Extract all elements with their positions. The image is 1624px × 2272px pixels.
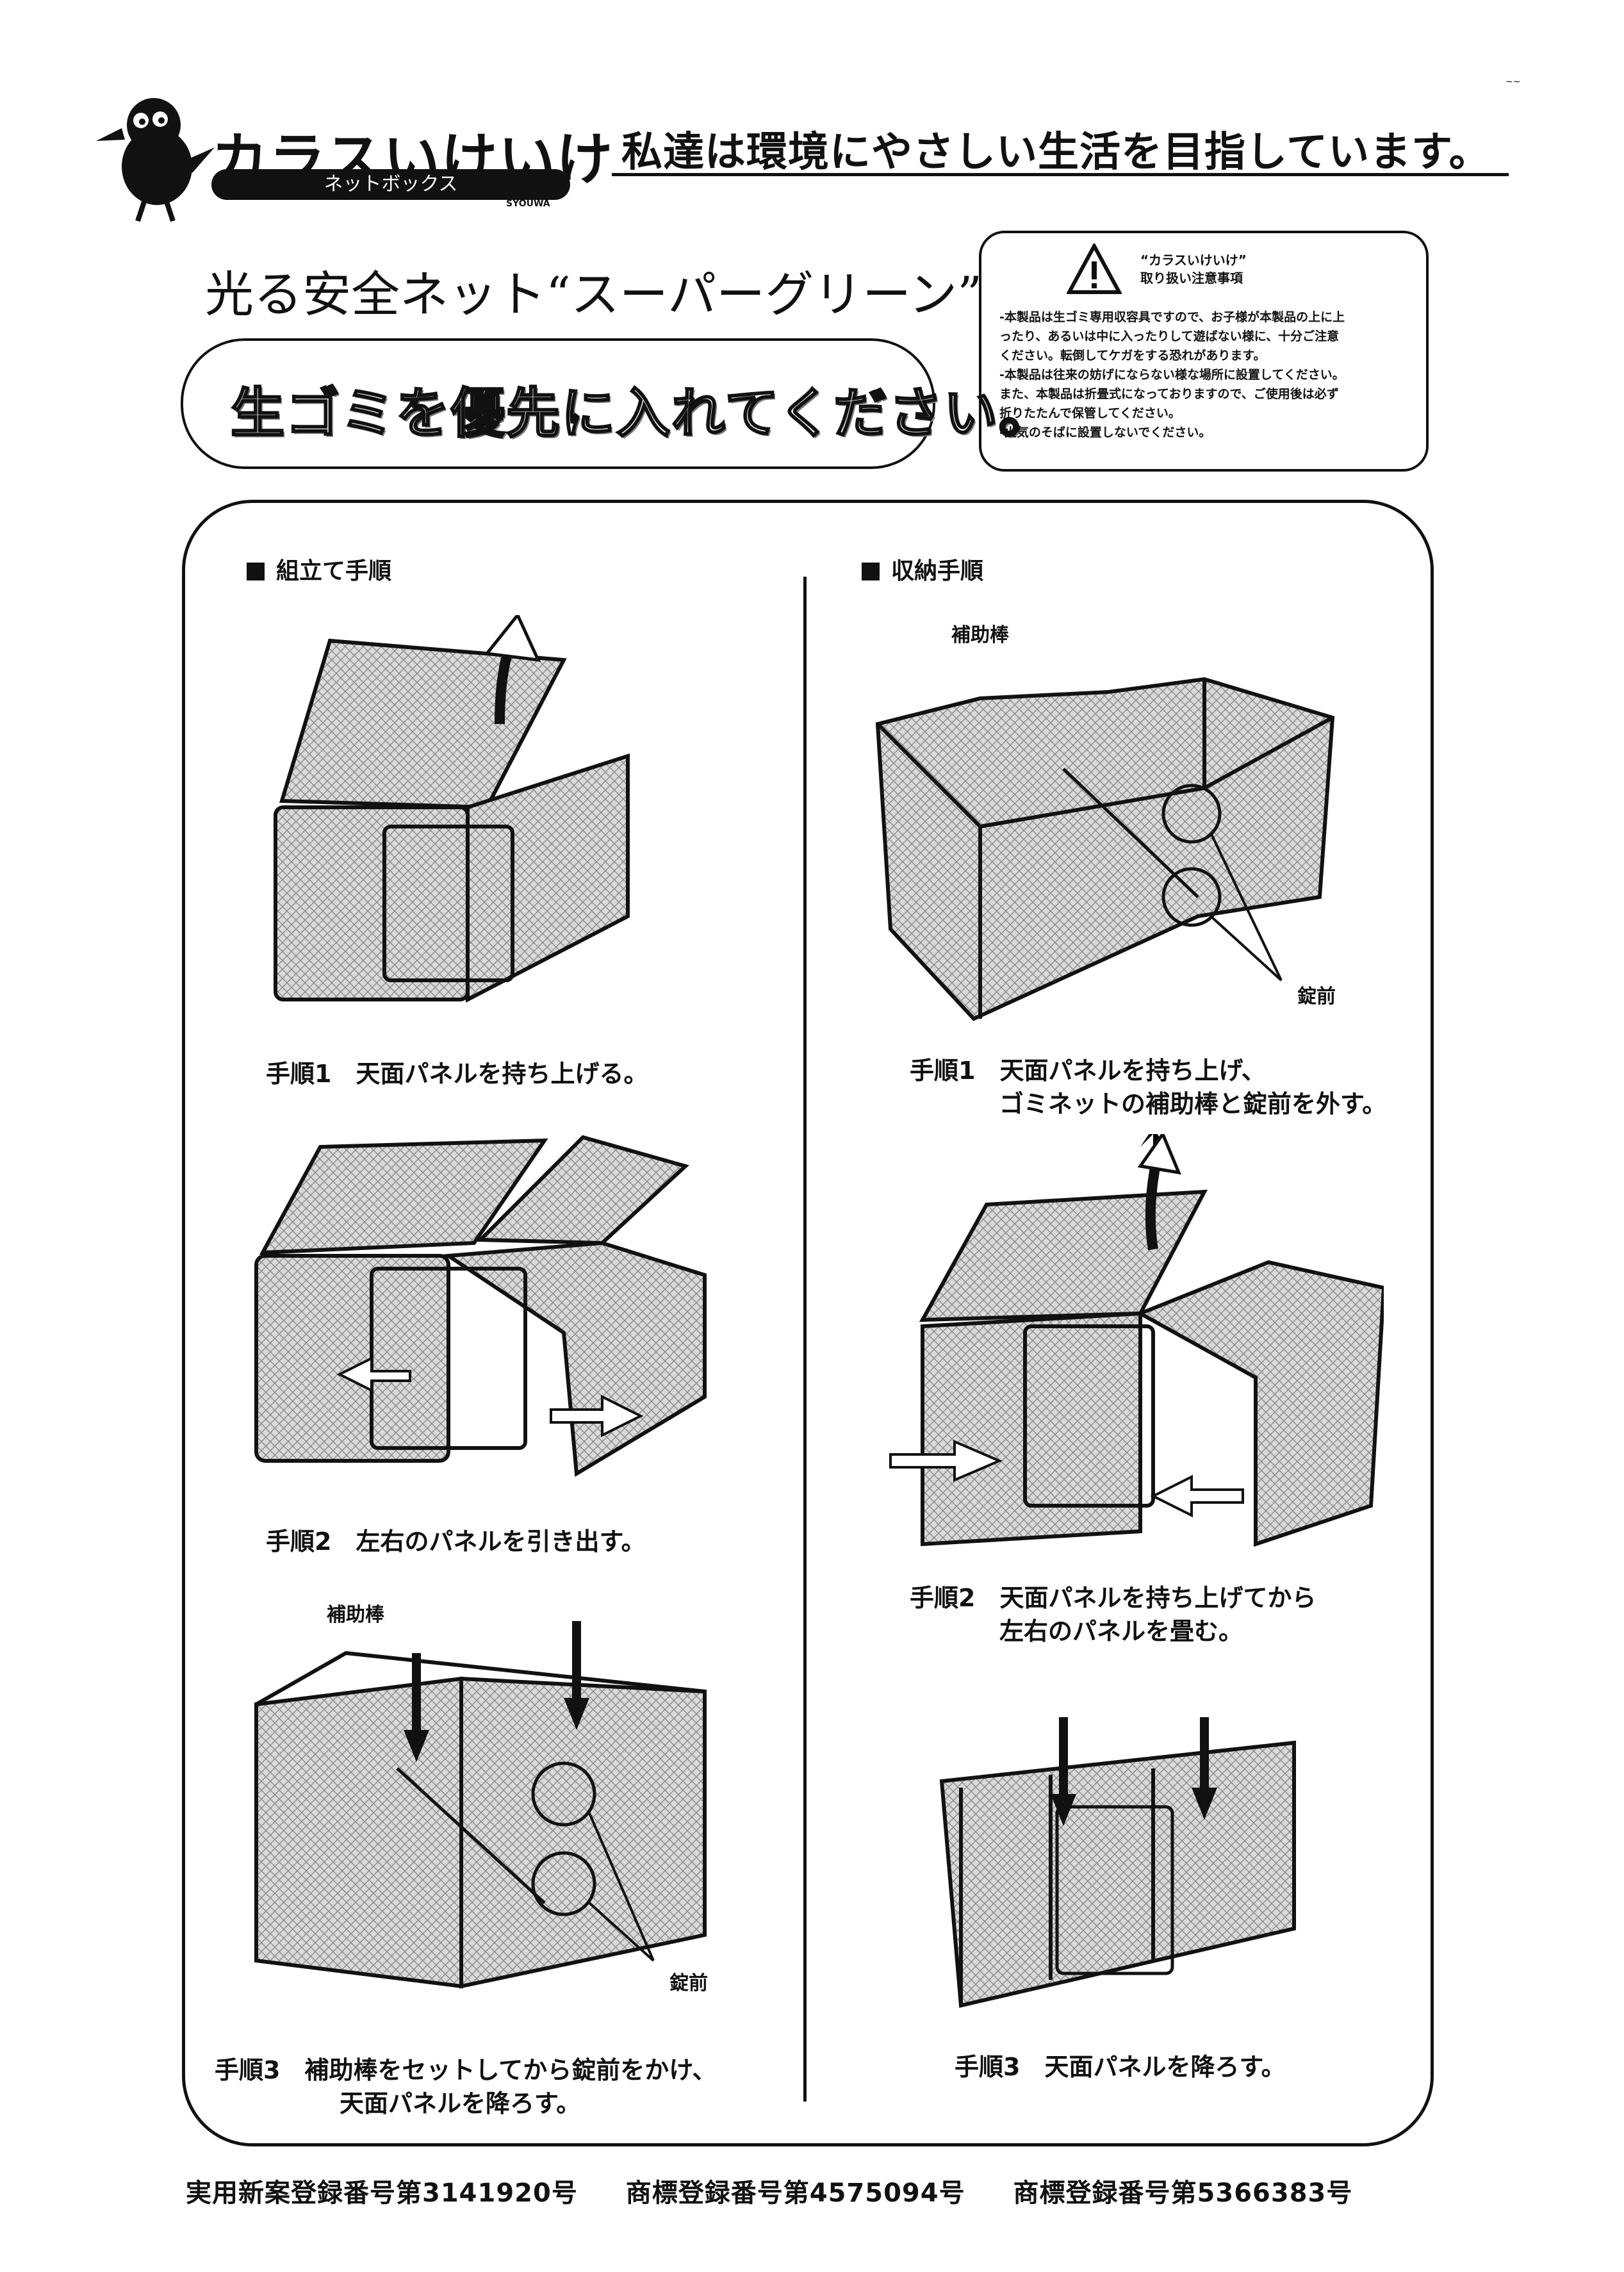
storage-heading-text: 収納手順	[891, 558, 984, 584]
bullet-square-icon	[247, 563, 265, 580]
caution-box	[979, 231, 1429, 472]
storage-bar-label: 補助棒	[951, 624, 1009, 646]
storage-step1-illustration	[875, 677, 1335, 1021]
column-divider	[803, 577, 807, 2102]
storage-step2-line1: 手順2 天面パネルを持ち上げてから	[910, 1584, 1316, 1612]
logo-brand: SYOUWA	[506, 199, 550, 209]
corner-mark: ~~	[1505, 77, 1521, 87]
slogan: 私達は環境にやさしい生活を目指しています。	[621, 129, 1491, 176]
assembly-lock-label: 錠前	[669, 1972, 708, 1995]
utility-model-number: 実用新案登録番号第3141920号	[186, 2178, 578, 2208]
assembly-step1-illustration	[274, 615, 630, 1003]
crow-mascot-icon	[96, 98, 215, 222]
storage-lock-label: 錠前	[1297, 985, 1336, 1008]
assembly-heading: 組立て手順	[247, 552, 391, 586]
caution-line: ったり、あるいは中に入ったりして遊ばない様に、十分ご注意	[999, 329, 1340, 343]
storage-step3-illustration	[939, 1717, 1296, 2008]
trademark-number-1: 商標登録番号第4575094号	[625, 2178, 965, 2208]
caution-line: -本製品は生ゴミ専用収容具ですので、お子様が本製品の上に上	[999, 310, 1345, 324]
assembly-step3-line2: 天面パネルを降ろす。	[340, 2089, 581, 2118]
logo-subtitle: ネットボックス	[211, 169, 570, 200]
storage-step3: 手順3 天面パネルを降ろす。	[955, 2053, 1286, 2081]
assembly-step1: 手順1 天面パネルを持ち上げる。	[266, 1060, 648, 1088]
caution-title-line: “カラスいけいけ”	[1140, 252, 1247, 268]
storage-step2: 手順2 天面パネルを持ち上げてから 左右のパネルを畳む。	[910, 1581, 1316, 1648]
caution-title: “カラスいけいけ” 取り扱い注意事項	[1140, 251, 1247, 287]
warning-triangle-icon	[1067, 243, 1122, 294]
caution-line: -火気のそばに設置しないでください。	[999, 425, 1211, 440]
storage-heading: 収納手順	[862, 552, 983, 586]
storage-step2-illustration	[889, 1134, 1384, 1547]
instructions-panel	[182, 500, 1434, 2146]
assembly-bar-label: 補助棒	[327, 1604, 384, 1626]
product-title: 光る安全ネット“スーパーグリーン”	[205, 266, 983, 323]
banner-text: 生ゴミを優先に入れてください。	[230, 381, 1054, 446]
assembly-step3-illustration	[254, 1621, 707, 1989]
storage-step1-line2: ゴミネットの補助棒と錠前を外す。	[999, 1090, 1387, 1118]
caution-line: -本製品は往来の妨げにならない様な場所に設置してください。	[999, 368, 1345, 382]
caution-line: 折りたたんで保管してください。	[999, 406, 1181, 420]
bullet-square-icon	[862, 563, 880, 580]
caution-line: ください。転倒してケガをする恐れがあります。	[999, 349, 1266, 363]
assembly-step3-line1: 手順3 補助棒をセットしてから錠前をかけ、	[215, 2056, 717, 2084]
assembly-step3: 手順3 補助棒をセットしてから錠前をかけ、 天面パネルを降ろす。	[215, 2054, 716, 2120]
banner-frame	[181, 338, 935, 469]
caution-body: -本製品は生ゴミ専用収容具ですので、お子様が本製品の上に上 ったり、あるいは中に…	[999, 308, 1416, 442]
slogan-underline	[612, 173, 1509, 176]
assembly-heading-text: 組立て手順	[276, 558, 392, 584]
trademark-number-2: 商標登録番号第5366383号	[1013, 2178, 1353, 2208]
storage-step1: 手順1 天面パネルを持ち上げ、 ゴミネットの補助棒と錠前を外す。	[910, 1054, 1386, 1121]
assembly-step2: 手順2 左右のパネルを引き出す。	[266, 1527, 646, 1556]
footer-registrations: 実用新案登録番号第3141920号 商標登録番号第4575094号 商標登録番号…	[186, 2172, 1467, 2209]
storage-step2-line2: 左右のパネルを畳む。	[999, 1617, 1243, 1645]
caution-line: また、本製品は折畳式になっておりますので、ご使用後は必ず	[999, 387, 1339, 401]
caution-subtitle: 取り扱い注意事項	[1140, 270, 1243, 286]
storage-step1-line1: 手順1 天面パネルを持ち上げ、	[910, 1057, 1266, 1085]
assembly-step2-illustration	[254, 1135, 707, 1478]
